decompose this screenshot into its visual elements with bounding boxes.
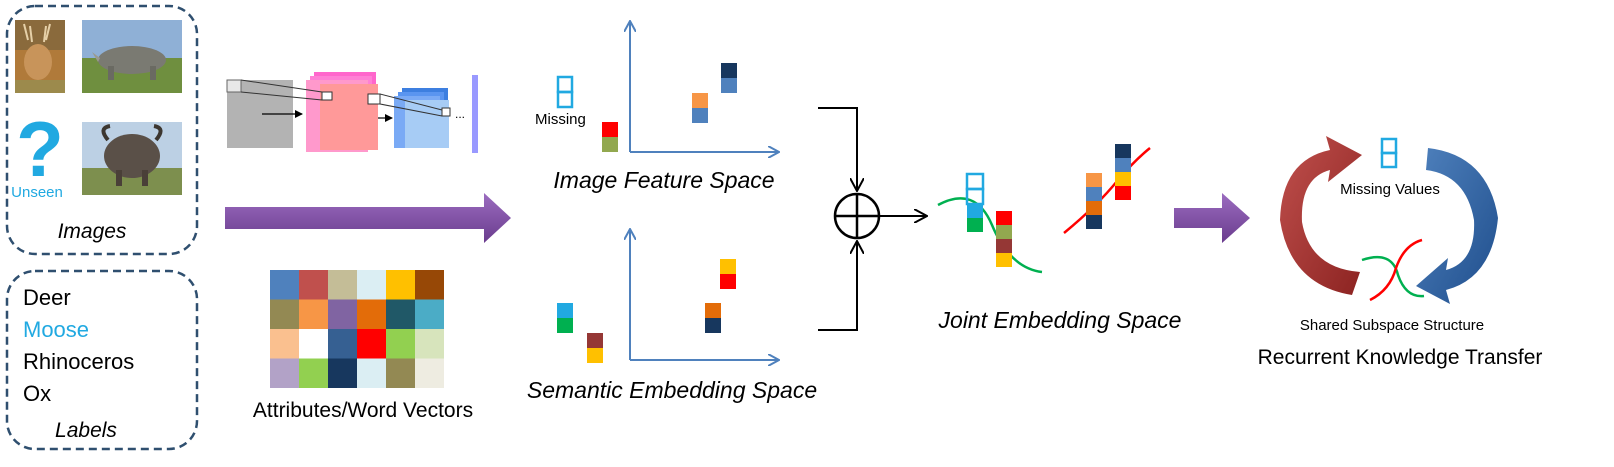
label-deer: Deer (23, 285, 71, 310)
joint-embedding-space: Joint Embedding Space (937, 144, 1182, 333)
attribute-cell (328, 270, 357, 300)
label-moose: Moose (23, 317, 89, 342)
attribute-cell (299, 329, 328, 359)
rkt-red-curve (1369, 238, 1423, 302)
attribute-cell (357, 270, 386, 300)
fusion-operator (818, 107, 926, 331)
flow-arrow-main (225, 193, 511, 243)
flow-arrow-rkt (1174, 193, 1250, 243)
svg-text:...: ... (455, 107, 465, 121)
subspace-label: Shared Subspace Structure (1300, 317, 1484, 334)
attribute-cell (415, 329, 444, 359)
attribute-cell (357, 299, 386, 329)
labels-panel-border (5, 269, 199, 451)
attribute-cell (386, 358, 415, 388)
rkt-missing-vector-icon (1380, 137, 1398, 169)
attribute-cell (328, 329, 357, 359)
unseen-label: Unseen (11, 184, 63, 201)
attribute-cell (386, 270, 415, 300)
recurrent-knowledge-transfer: Missing Values Shared Subspace Structure… (1258, 136, 1543, 369)
labels-caption: Labels (55, 419, 117, 442)
images-panel-border (5, 4, 199, 256)
missing-values-label: Missing Values (1340, 181, 1440, 198)
attribute-cell (270, 270, 299, 300)
attribute-cell (270, 329, 299, 359)
fc-layer (472, 75, 478, 153)
attribute-cell (386, 329, 415, 359)
attribute-cell (386, 299, 415, 329)
semantic-embedding-space: Semantic Embedding Space (527, 230, 817, 403)
green-curve (937, 197, 1043, 274)
image-feature-space: Missing Image Feature Space (535, 22, 778, 193)
red-curve (1063, 147, 1151, 234)
label-rhinoceros: Rhinoceros (23, 349, 134, 374)
rkt-green-curve (1361, 255, 1425, 298)
attribute-cell (357, 329, 386, 359)
attribute-cell (299, 358, 328, 388)
missing-label: Missing (535, 111, 586, 128)
rhinoceros-thumbnail (82, 20, 182, 93)
deer-thumbnail (15, 20, 65, 93)
cycle-red-arrow (1280, 136, 1362, 295)
attribute-cell (328, 358, 357, 388)
attribute-cell (299, 270, 328, 300)
question-mark-icon: ? (16, 105, 64, 193)
cnn-illustration: ... (226, 72, 478, 153)
attribute-cell (328, 299, 357, 329)
attribute-cell (270, 299, 299, 329)
attribute-cell (415, 358, 444, 388)
semantic-space-caption: Semantic Embedding Space (527, 377, 817, 403)
attribute-cell (357, 358, 386, 388)
cycle-blue-arrow (1416, 148, 1498, 304)
conv-layer-2 (405, 100, 449, 148)
joint-space-caption: Joint Embedding Space (938, 307, 1182, 333)
attribute-cell (299, 299, 328, 329)
missing-vector-icon (556, 75, 574, 109)
attribute-cell (270, 358, 299, 388)
ox-thumbnail (82, 122, 182, 195)
images-caption: Images (58, 220, 127, 243)
labels-panel: Deer Moose Rhinoceros Ox Labels (5, 269, 199, 451)
images-panel: ? Unseen Images (5, 4, 199, 256)
label-ox: Ox (23, 381, 51, 406)
image-feature-space-caption: Image Feature Space (553, 167, 774, 193)
attribute-cell (415, 270, 444, 300)
attribute-grid (270, 270, 444, 388)
rkt-title: Recurrent Knowledge Transfer (1258, 346, 1543, 369)
attribute-cell (415, 299, 444, 329)
attributes-caption: Attributes/Word Vectors (253, 399, 473, 422)
